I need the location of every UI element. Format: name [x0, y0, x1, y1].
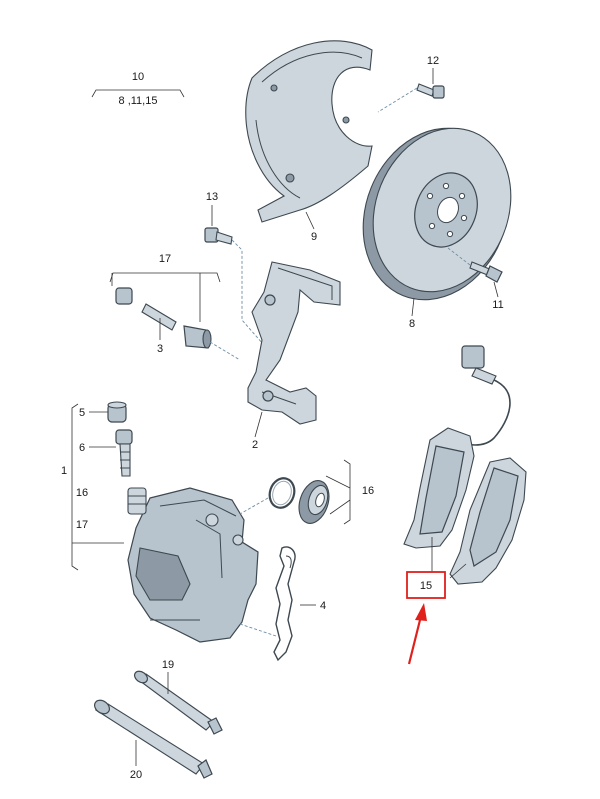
- callout-10-sub: 8 ,11,15: [119, 95, 158, 107]
- dust-boot-part-16: [298, 480, 330, 524]
- retaining-spring-part-4: [273, 546, 296, 662]
- callout-10-bracket: [91, 89, 185, 98]
- bleed-valve-part-6: [115, 429, 133, 477]
- callout-17-left: 17: [76, 519, 88, 531]
- callout-9: 9: [311, 231, 317, 243]
- callout-15: 15: [420, 580, 432, 592]
- brake-pad-outer-part-15: [449, 457, 527, 585]
- callout-17-top: 17: [159, 253, 171, 265]
- callout-10-group: 10 8 ,11,15: [91, 71, 185, 107]
- splash-shield-part-9: [245, 40, 373, 223]
- callout-17-bracket: [109, 272, 221, 283]
- caliper-carrier-part-2: [247, 261, 341, 425]
- callout-5: 5: [79, 407, 85, 419]
- callout-13: 13: [206, 191, 218, 203]
- grease-tube-part-20: [93, 699, 213, 779]
- guide-pin-part-3: [115, 287, 177, 331]
- callout-16-right: 16: [362, 485, 374, 497]
- callout-1: 1: [61, 465, 67, 477]
- bushing-part-17: [183, 325, 212, 349]
- red-arrow-icon: [407, 603, 427, 665]
- callout-6: 6: [79, 442, 85, 454]
- callout-3: 3: [157, 343, 163, 355]
- callout-2: 2: [252, 439, 258, 451]
- callout-16-left: 16: [76, 487, 88, 499]
- callout-20: 20: [130, 769, 142, 781]
- bolt-part-12: [416, 83, 445, 99]
- callout-10: 10: [132, 71, 144, 83]
- callout-15-highlight-box: [406, 571, 446, 599]
- callout-19: 19: [162, 659, 174, 671]
- wear-sensor-cable: [451, 345, 511, 446]
- callout-12: 12: [427, 55, 439, 67]
- caliper-housing-part-1: [127, 487, 259, 643]
- callout-1-bracket: [71, 403, 79, 571]
- bolt-part-13: [204, 227, 233, 245]
- callout-16-bracket: [343, 459, 351, 525]
- brake-pad-inner-part-15: [403, 427, 475, 549]
- seal-ring-part-16: [268, 477, 296, 509]
- brake-disc-part-8: [362, 127, 512, 301]
- dust-cap-part-5: [107, 401, 127, 423]
- screw-part-11: [469, 261, 503, 283]
- callout-11: 11: [492, 299, 503, 311]
- grease-tube-part-19: [133, 670, 223, 735]
- callout-8: 8: [409, 318, 415, 330]
- callout-4: 4: [320, 600, 326, 612]
